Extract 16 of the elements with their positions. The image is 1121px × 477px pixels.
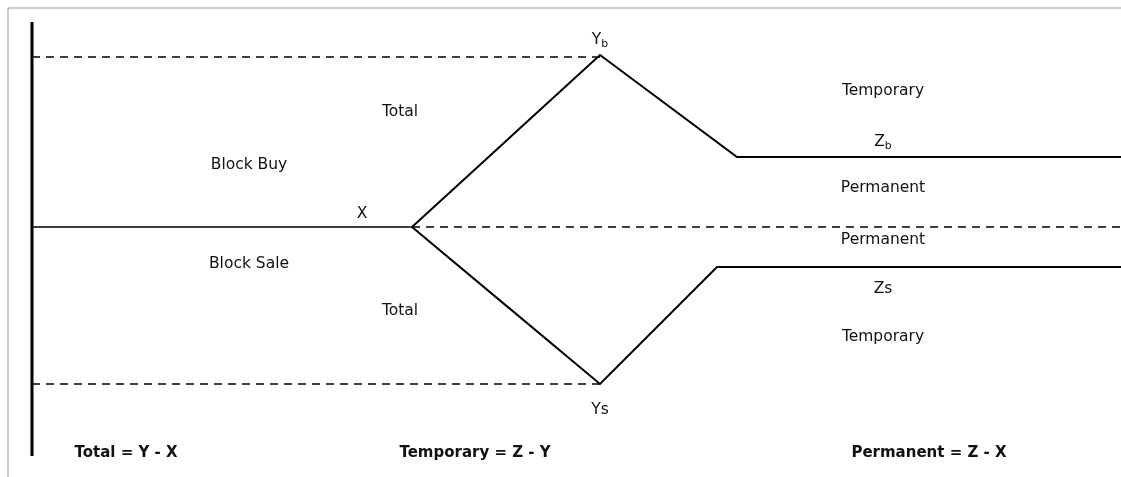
chart-label: Y$_{b}$ [591, 30, 609, 50]
chart-label: Permanent [840, 178, 926, 196]
chart-label: Total [381, 301, 419, 319]
chart-label: Temporary [841, 81, 925, 99]
chart-label: Permanent [840, 230, 926, 248]
chart-label: X [356, 204, 368, 222]
formula-text: Temporary = Z - Y [399, 443, 551, 461]
chart-label: Temporary [841, 327, 925, 345]
chart-label: Zs [873, 279, 893, 297]
formula-text: Total = Y - X [74, 443, 178, 461]
chart-label: Block Buy [210, 155, 288, 173]
chart-label: Ys [591, 400, 609, 418]
chart-label: Block Sale [209, 254, 289, 272]
chart-label: Total [381, 102, 419, 120]
formula-text: Permanent = Z - X [851, 443, 1007, 461]
chart-label: Z$_{b}$ [874, 132, 892, 152]
